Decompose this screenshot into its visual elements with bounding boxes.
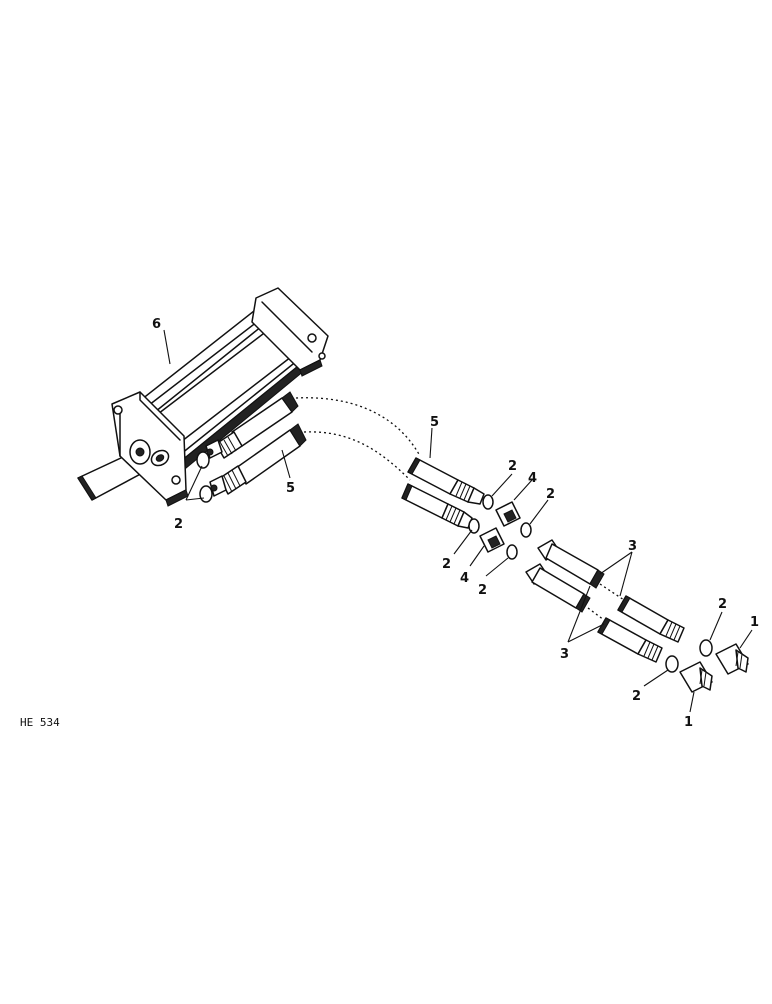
dash-right-a — [599, 583, 625, 601]
hose-assembly-right-a — [537, 539, 605, 589]
o-ring-mid-c — [520, 522, 532, 538]
callout-4-bottom: 4 — [460, 571, 469, 586]
callout-2-c: 2 — [442, 557, 451, 572]
callout-2-a: 2 — [508, 459, 517, 474]
hose-assembly-left-upper — [205, 391, 299, 459]
o-ring-right-lower — [665, 655, 679, 673]
callout-5-left: 5 — [286, 481, 295, 496]
o-ring-mid-a — [482, 494, 494, 510]
callout-6: 6 — [152, 317, 161, 332]
hose-assembly-mid-upper — [407, 457, 485, 505]
o-ring-mid-b — [468, 518, 480, 534]
coupler-upper — [715, 643, 749, 675]
callout-3-bottom: 3 — [560, 647, 569, 662]
callout-4-top: 4 — [528, 471, 537, 486]
callout-3-top: 3 — [628, 539, 637, 554]
hose-assembly-right-c — [617, 595, 685, 643]
coupler-lower — [679, 661, 713, 693]
callout-2-left: 2 — [174, 517, 183, 532]
callout-2-b: 2 — [546, 487, 555, 502]
o-ring-left-lower — [199, 485, 213, 503]
hose-continuation-upper — [295, 397, 421, 457]
hose-continuation-lower — [303, 431, 411, 481]
callout-2-d: 2 — [478, 583, 487, 598]
o-ring-right-upper — [699, 639, 713, 657]
callout-5-mid: 5 — [430, 415, 439, 430]
callout-1-top: 1 — [750, 615, 759, 630]
figure-code: HE 534 — [20, 716, 60, 729]
adapter-upper — [495, 501, 521, 527]
callout-2-f: 2 — [632, 689, 641, 704]
o-ring-left-upper — [196, 451, 210, 469]
leader-lines — [163, 329, 753, 713]
callout-2-e: 2 — [718, 597, 727, 612]
callout-1-bottom: 1 — [684, 715, 693, 730]
adapter-lower — [479, 527, 505, 553]
dash-right-b — [587, 607, 605, 621]
hose-assembly-mid-lower — [401, 483, 473, 529]
hose-assembly-left-lower — [209, 423, 307, 497]
o-ring-mid-d — [506, 544, 518, 560]
hose-assembly-right-d — [597, 617, 663, 663]
hose-assembly-right-b — [525, 563, 591, 613]
